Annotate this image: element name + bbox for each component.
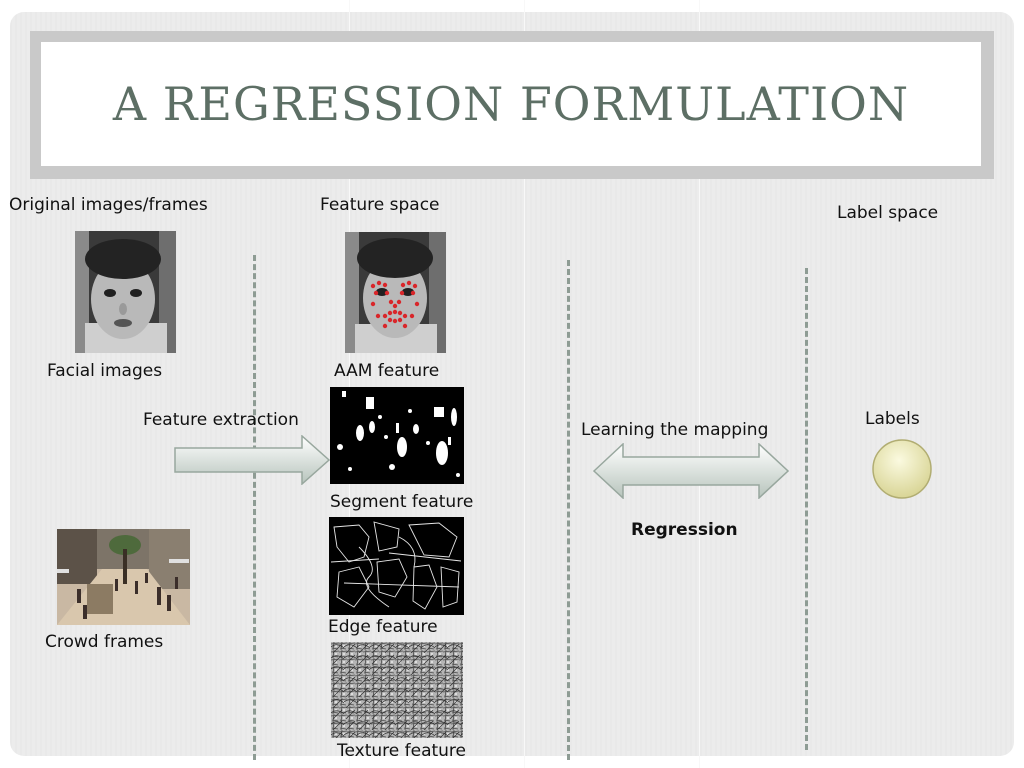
column-header-label: Label space	[837, 203, 939, 223]
facial-image	[75, 231, 176, 353]
label-facial-images: Facial images	[47, 361, 163, 381]
slide-title: A REGRESSION FORMULATION	[112, 77, 910, 131]
aam-feature-image	[345, 232, 446, 353]
background-stripe	[699, 0, 700, 768]
feature-extraction-arrow	[174, 435, 330, 485]
label-aam-feature: AAM feature	[334, 361, 440, 381]
crowd-frame-image	[57, 529, 190, 625]
background-stripe	[349, 0, 350, 768]
label-segment-feature: Segment feature	[330, 492, 474, 512]
title-box	[41, 42, 981, 166]
texture-feature-image	[331, 642, 463, 738]
label-regression: Regression	[631, 520, 738, 540]
divider-dashed-2	[567, 260, 570, 760]
label-edge-feature: Edge feature	[328, 617, 438, 637]
label-feature-extraction: Feature extraction	[143, 410, 299, 430]
column-header-feature: Feature space	[320, 195, 440, 215]
regression-double-arrow	[593, 443, 789, 499]
segment-feature-image	[330, 387, 464, 484]
label-texture-feature: Texture feature	[337, 741, 467, 761]
background-stripe	[524, 0, 525, 768]
label-crowd-frames: Crowd frames	[45, 632, 164, 652]
divider-dashed-3	[805, 268, 808, 750]
label-learning-mapping: Learning the mapping	[581, 420, 769, 440]
divider-dashed-1	[253, 255, 256, 760]
label-circle	[872, 439, 932, 499]
column-header-original: Original images/frames	[9, 195, 208, 215]
label-labels: Labels	[865, 409, 920, 429]
edge-feature-image	[329, 517, 464, 615]
